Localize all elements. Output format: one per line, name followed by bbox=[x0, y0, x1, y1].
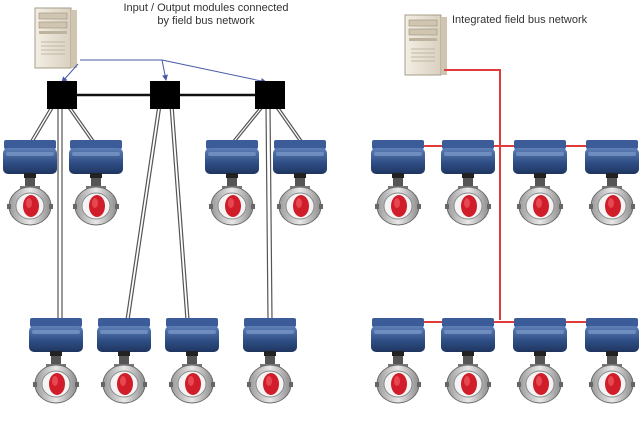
butterfly-valve-actuator-icon bbox=[370, 139, 426, 226]
butterfly-valve-actuator-icon bbox=[512, 317, 568, 404]
control-arrows bbox=[61, 59, 267, 84]
butterfly-valve-actuator-icon bbox=[440, 317, 496, 404]
butterfly-valve-actuator-icon bbox=[96, 317, 152, 404]
butterfly-valve-actuator-icon bbox=[28, 317, 84, 404]
valve-wires bbox=[29, 104, 304, 321]
io-module-icon bbox=[150, 81, 180, 109]
arrow-to-module-2 bbox=[161, 59, 168, 81]
butterfly-valve-actuator-icon bbox=[370, 317, 426, 404]
butterfly-valve-actuator-icon bbox=[584, 139, 640, 226]
butterfly-valve-actuator-icon bbox=[164, 317, 220, 404]
left-caption-line2: by field bus network bbox=[157, 15, 255, 27]
left-caption: Input / Output modules connected by fiel… bbox=[96, 2, 316, 28]
computer-tower-icon bbox=[34, 7, 78, 69]
computer-tower-icon bbox=[404, 14, 448, 76]
butterfly-valve-actuator-icon bbox=[272, 139, 328, 226]
right-panel bbox=[370, 14, 640, 404]
io-module-icon bbox=[47, 81, 77, 109]
butterfly-valve-actuator-icon bbox=[512, 139, 568, 226]
arrow-to-module-3 bbox=[161, 59, 267, 84]
integrated-fieldbus-line bbox=[398, 69, 612, 323]
butterfly-valve-actuator-icon bbox=[584, 317, 640, 404]
butterfly-valve-actuator-icon bbox=[2, 139, 58, 226]
left-caption-line1: Input / Output modules connected bbox=[123, 2, 289, 14]
io-module-icon bbox=[255, 81, 285, 109]
butterfly-valve-actuator-icon bbox=[440, 139, 496, 226]
butterfly-valve-actuator-icon bbox=[204, 139, 260, 226]
butterfly-valve-actuator-icon bbox=[68, 139, 124, 226]
right-caption: Integrated field bus network bbox=[452, 14, 588, 26]
butterfly-valve-actuator-icon bbox=[242, 317, 298, 404]
left-panel bbox=[2, 7, 328, 404]
arrow-to-module-1 bbox=[61, 63, 79, 83]
